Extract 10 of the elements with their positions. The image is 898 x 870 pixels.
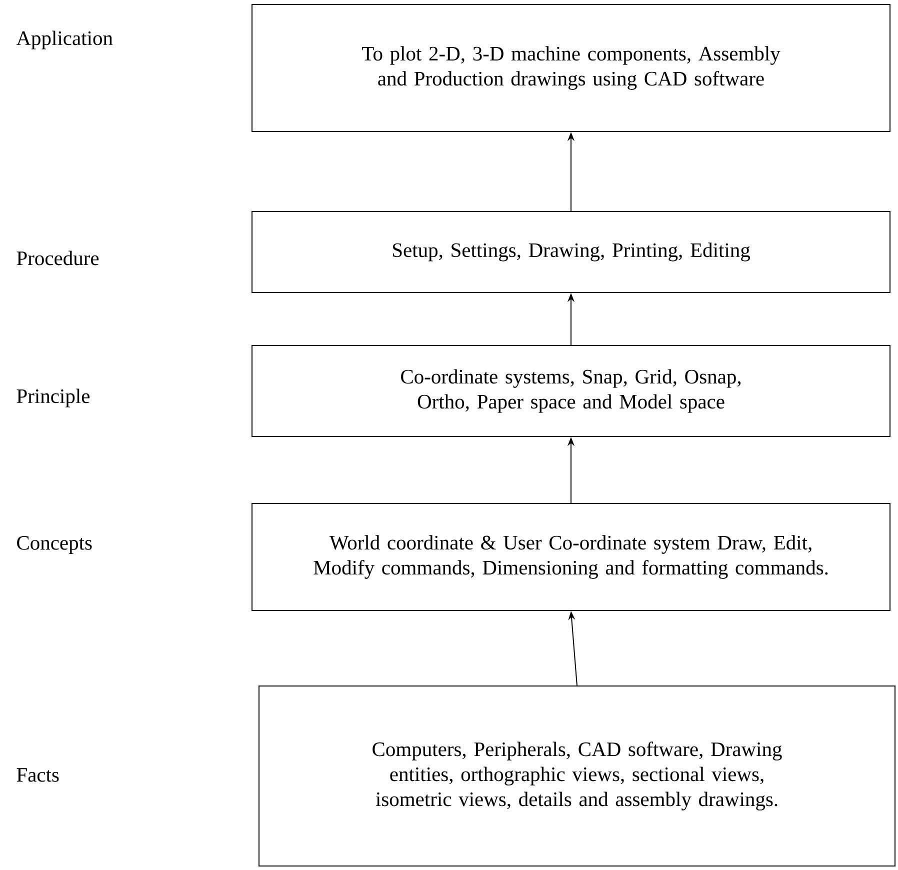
level-label: Concepts bbox=[17, 536, 92, 554]
level-label: Principle bbox=[16, 388, 90, 408]
level-label: Facts bbox=[16, 768, 59, 782]
level-label: Application bbox=[16, 30, 113, 50]
text-box: World coordinate & User Co-ordinate system Draw, Edit, Modify commands, Dimensioning and formatting commands. bbox=[252, 503, 890, 611]
text-box: Setup, Settings, Drawing, Printing, Editing bbox=[252, 211, 890, 293]
text-box: Co-ordinate systems, Snap, Grid, Osnap, Ortho, Paper space and Model space bbox=[252, 345, 890, 437]
level-label: Procedure bbox=[16, 250, 99, 266]
text-box: To plot 2-D, 3-D machine components, Assembly and Production drawings using CAD software bbox=[252, 4, 890, 132]
text-box: Computers, Peripherals, CAD software, Drawing entities, orthographic views, sectional views, isometric views, details and assembly drawings. bbox=[258, 686, 896, 866]
